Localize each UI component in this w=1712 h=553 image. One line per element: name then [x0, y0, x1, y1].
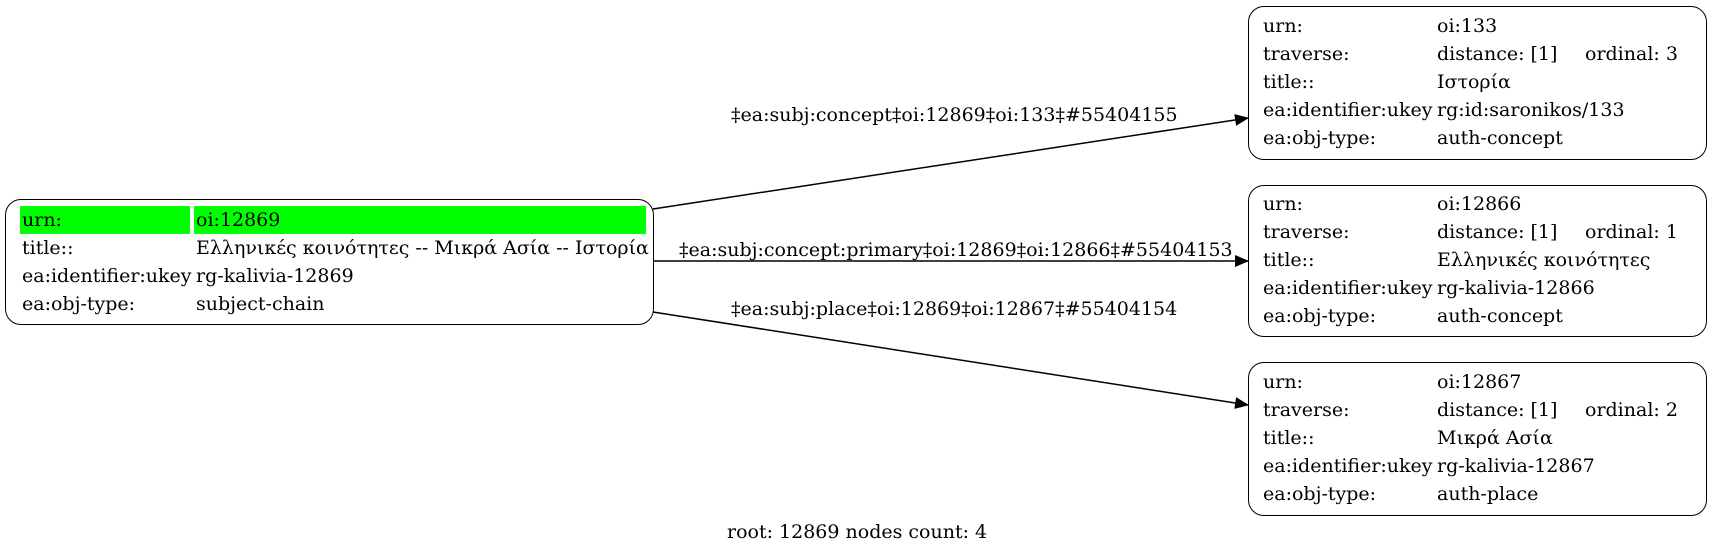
node-distance-value: distance: [1] [1437, 43, 1558, 65]
root-row-ukey: ea:identifier:ukey rg-kalivia-12869 [20, 262, 648, 290]
node-ukey-key: ea:identifier:ukey [1263, 99, 1433, 121]
node-type-key: ea:obj-type: [1263, 127, 1377, 149]
node-title-key: title:: [1263, 249, 1315, 271]
node-row-urn: urn: oi:12866 [1263, 190, 1693, 218]
node-urn-key: urn: [1263, 193, 1303, 215]
node-ukey-value: rg-kalivia-12866 [1437, 277, 1595, 299]
node-ordinal-value: ordinal: 1 [1585, 221, 1678, 243]
edge-label-oi-12867: ‡ea:subj:place‡oi:12869‡oi:12867‡#554041… [731, 298, 1178, 320]
root-ukey-key: ea:identifier:ukey [22, 265, 192, 287]
node-title-key: title:: [1263, 71, 1315, 93]
node-row-type: ea:obj-type: auth-place [1263, 480, 1693, 508]
node-traverse-key: traverse: [1263, 221, 1350, 243]
node-ukey-key: ea:identifier:ukey [1263, 455, 1433, 477]
node-row-title: title:: Μικρά Ασία [1263, 424, 1693, 452]
node-row-traverse: traverse: distance: [1] ordinal: 1 [1263, 218, 1693, 246]
root-row-title: title:: Ελληνικές κοινότητες -- Μικρά Ασ… [20, 234, 649, 262]
root-type-value: subject-chain [196, 293, 325, 315]
node-title-value: Μικρά Ασία [1437, 427, 1553, 449]
root-urn-key: urn: [20, 206, 190, 234]
node-title-key: title:: [1263, 427, 1315, 449]
root-node[interactable]: urn: oi:12869 title:: Ελληνικές κοινότητ… [5, 199, 654, 325]
root-type-key: ea:obj-type: [22, 293, 136, 315]
node-title-value: Ιστορία [1437, 71, 1511, 93]
node-ordinal-value: ordinal: 2 [1585, 399, 1678, 421]
node-urn-key: urn: [1263, 15, 1303, 37]
node-row-urn: urn: oi:12867 [1263, 368, 1693, 396]
node-urn-value: oi:12866 [1437, 193, 1522, 215]
root-title-key: title:: [22, 237, 74, 259]
node-urn-key: urn: [1263, 371, 1303, 393]
root-ukey-value: rg-kalivia-12869 [196, 265, 354, 287]
node-oi-12866[interactable]: urn: oi:12866 traverse: distance: [1] or… [1248, 185, 1707, 337]
root-urn-value: oi:12869 [194, 206, 646, 234]
node-row-title: title:: Ελληνικές κοινότητες [1263, 246, 1693, 274]
node-traverse-key: traverse: [1263, 43, 1350, 65]
node-urn-value: oi:133 [1437, 15, 1498, 37]
node-row-traverse: traverse: distance: [1] ordinal: 2 [1263, 396, 1693, 424]
edge-line-oi-133 [652, 114, 1249, 210]
node-traverse-key: traverse: [1263, 399, 1350, 421]
node-row-ukey: ea:identifier:ukey rg-kalivia-12867 [1263, 452, 1693, 480]
node-row-type: ea:obj-type: auth-concept [1263, 302, 1693, 330]
node-row-traverse: traverse: distance: [1] ordinal: 3 [1263, 40, 1693, 68]
node-type-key: ea:obj-type: [1263, 305, 1377, 327]
node-row-ukey: ea:identifier:ukey rg-kalivia-12866 [1263, 274, 1693, 302]
graph-caption: root: 12869 nodes count: 4 [727, 521, 988, 543]
node-row-title: title:: Ιστορία [1263, 68, 1693, 96]
node-type-key: ea:obj-type: [1263, 483, 1377, 505]
node-distance-value: distance: [1] [1437, 221, 1558, 243]
node-row-urn: urn: oi:133 [1263, 12, 1693, 40]
node-type-value: auth-concept [1437, 305, 1563, 327]
node-type-value: auth-place [1437, 483, 1539, 505]
node-distance-value: distance: [1] [1437, 399, 1558, 421]
edge-line-oi-12867 [652, 311, 1249, 409]
root-row-type: ea:obj-type: subject-chain [20, 290, 648, 318]
node-oi-12867[interactable]: urn: oi:12867 traverse: distance: [1] or… [1248, 362, 1707, 516]
node-row-type: ea:obj-type: auth-concept [1263, 124, 1693, 152]
node-ukey-key: ea:identifier:ukey [1263, 277, 1433, 299]
node-urn-value: oi:12867 [1437, 371, 1522, 393]
root-title-value: Ελληνικές κοινότητες -- Μικρά Ασία -- Ισ… [196, 237, 649, 259]
edge-label-oi-133: ‡ea:subj:concept‡oi:12869‡oi:133‡#554041… [731, 104, 1178, 126]
node-title-value: Ελληνικές κοινότητες [1437, 249, 1651, 271]
edge-label-oi-12866: ‡ea:subj:concept:primary‡oi:12869‡oi:128… [679, 239, 1233, 261]
node-ukey-value: rg:id:saronikos/133 [1437, 99, 1625, 121]
node-oi-133[interactable]: urn: oi:133 traverse: distance: [1] ordi… [1248, 6, 1707, 160]
root-row-urn: urn: oi:12869 [20, 206, 648, 234]
node-row-ukey: ea:identifier:ukey rg:id:saronikos/133 [1263, 96, 1693, 124]
node-ukey-value: rg-kalivia-12867 [1437, 455, 1595, 477]
node-ordinal-value: ordinal: 3 [1585, 43, 1678, 65]
node-type-value: auth-concept [1437, 127, 1563, 149]
